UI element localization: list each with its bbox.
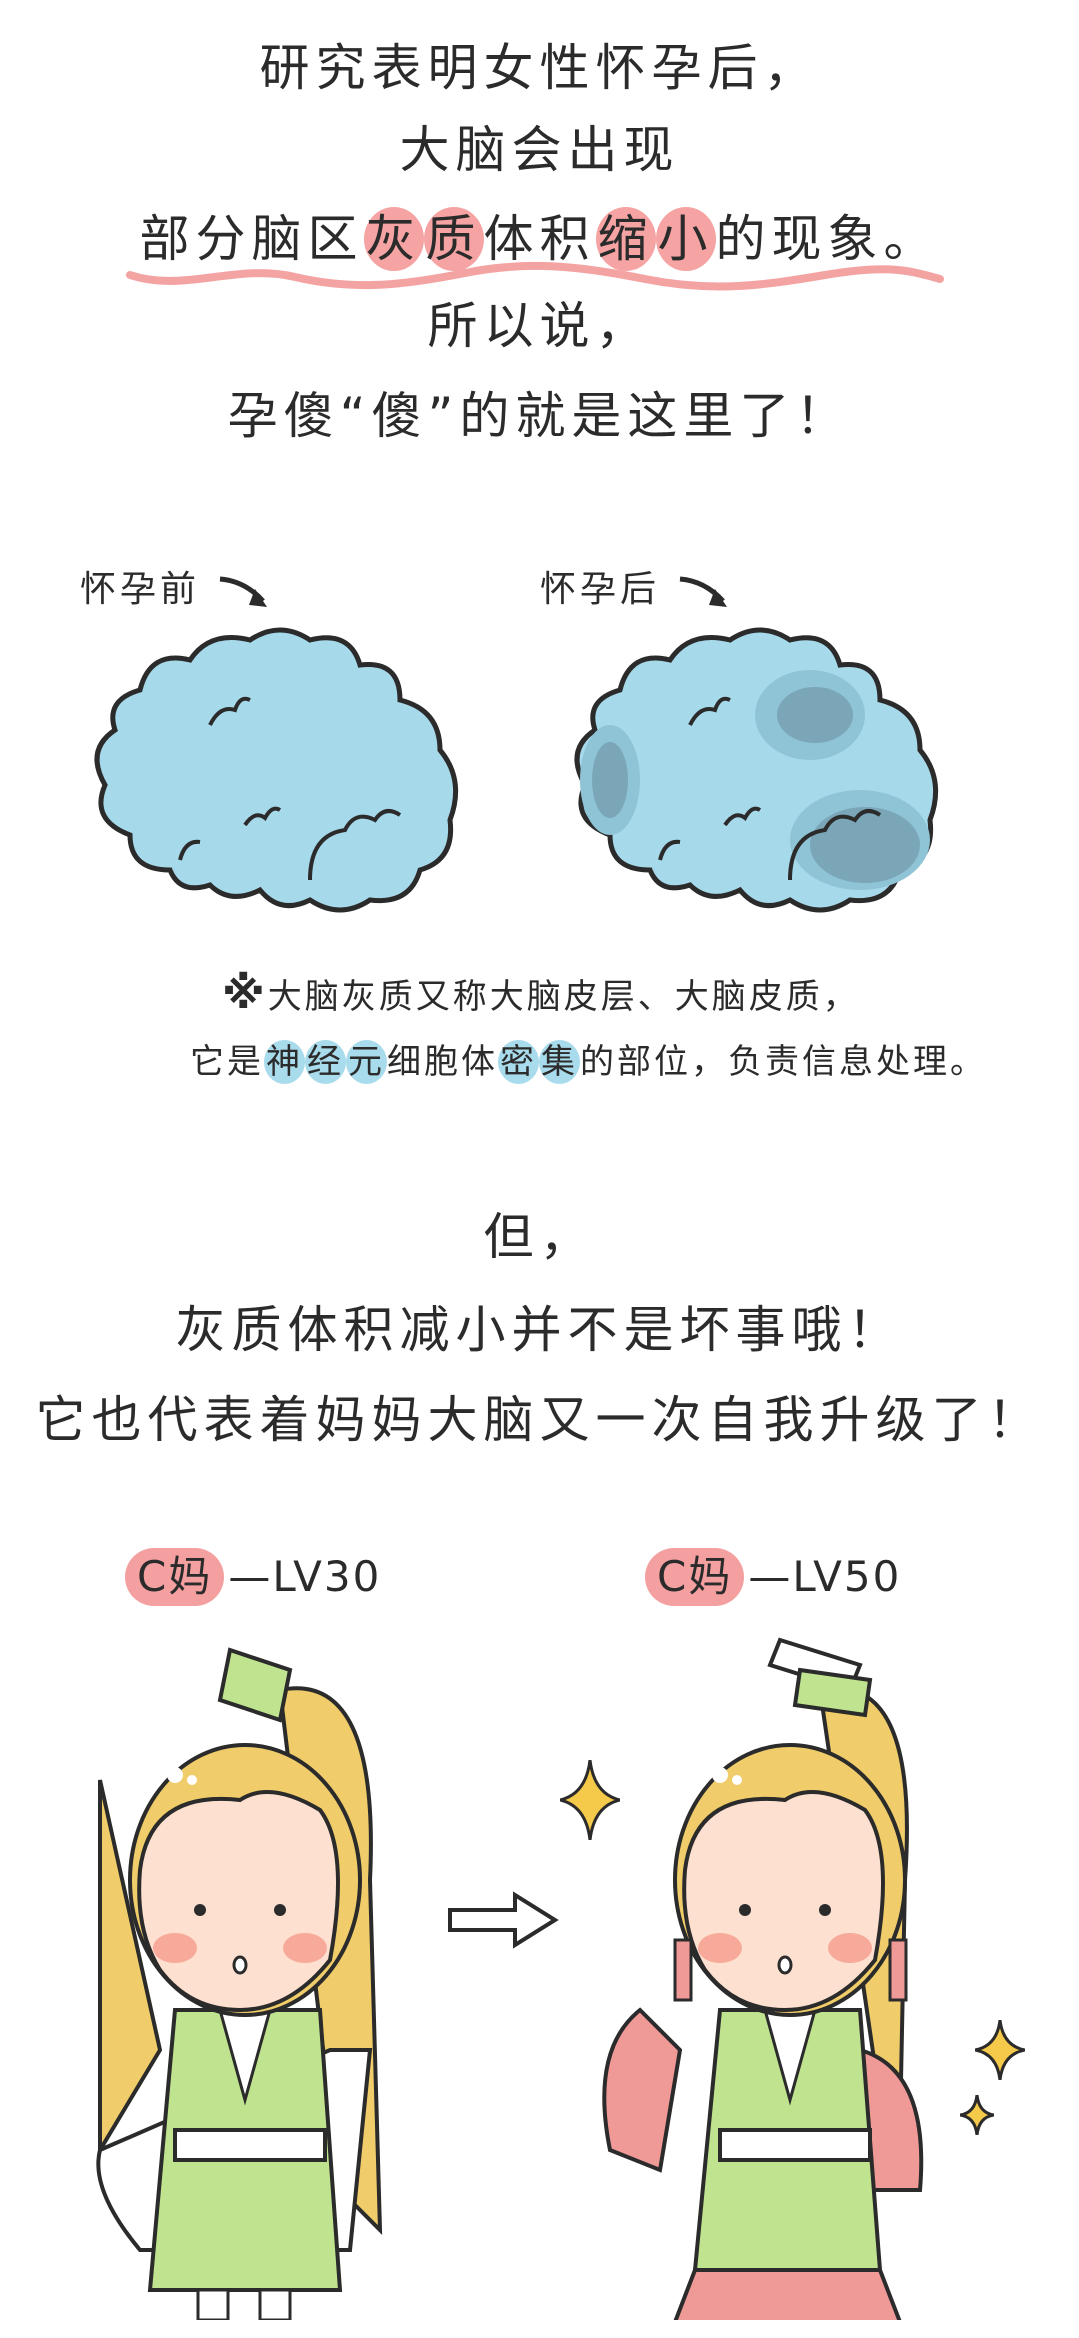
level-label-after: C妈—LV50 [645, 1548, 901, 1606]
text: 部分脑区 [139, 210, 364, 268]
brain-after-icon [574, 627, 939, 913]
note-text: 大脑灰质又称大脑皮层、大脑皮质， [267, 977, 860, 1017]
right-arrow-icon [448, 1891, 559, 1949]
highlight-blue: 神 [264, 1040, 305, 1084]
girl-lv30-illustration [96, 1647, 383, 2320]
highlight-blue: 集 [539, 1040, 580, 1084]
highlight-pink: 灰 [363, 207, 424, 271]
arrow-icon [220, 576, 268, 607]
highlight-blue: 密 [498, 1040, 539, 1084]
c-mom-badge: C妈 [645, 1548, 745, 1606]
highlight-blue: 经 [305, 1040, 346, 1084]
highlight-pink: 质 [423, 207, 484, 271]
intro-line-4: 所以说， [427, 297, 652, 355]
conclusion-line-3: 它也代表着妈妈大脑又一次自我升级了！ [35, 1391, 1044, 1449]
sparkle-icon [975, 2020, 1025, 2080]
c-mom-badge: C妈 [125, 1548, 225, 1606]
label-text: 怀孕前 [80, 569, 201, 610]
brain-before-icon [94, 627, 459, 913]
text: 体积 [483, 210, 596, 268]
conclusion-line-1: 但， [483, 1208, 596, 1266]
intro-line-1: 研究表明女性怀孕后， [259, 39, 820, 97]
intro-line-3: 部分脑区灰质体积缩小的现象。 [0, 207, 1079, 271]
pink-squiggle-underline [126, 261, 944, 291]
note-line-2: 它是神经元细胞体密集的部位，负责信息处理。 [190, 1040, 987, 1084]
label-after-pregnancy: 怀孕后 [540, 568, 735, 612]
level-label-before: C妈—LV30 [125, 1548, 381, 1606]
text: 的部位，负责信息处理。 [580, 1042, 987, 1082]
sparkle-icon [960, 2095, 994, 2135]
reference-mark-icon: ※ [222, 968, 268, 1019]
arrow-icon [680, 576, 728, 607]
intro-line-5: 孕傻“傻”的就是这里了！ [227, 387, 852, 445]
label-before-pregnancy: 怀孕前 [80, 568, 275, 612]
conclusion-line-2: 灰质体积减小并不是坏事哦！ [175, 1301, 904, 1359]
girl-lv50-illustration [602, 1637, 924, 2320]
label-text: 怀孕后 [540, 569, 661, 610]
intro-line-2: 大脑会出现 [399, 121, 680, 179]
note-line-1: ※大脑灰质又称大脑皮层、大脑皮质， [222, 972, 860, 1019]
highlight-blue: 元 [346, 1040, 387, 1084]
text: 细胞体 [387, 1042, 498, 1082]
text: 它是 [190, 1042, 264, 1082]
text: 的现象。 [715, 210, 940, 268]
highlight-pink: 缩 [595, 207, 656, 271]
level-text: —LV50 [748, 1552, 902, 1601]
sparkle-icon [560, 1760, 620, 1840]
level-text: —LV30 [228, 1552, 382, 1601]
highlight-pink: 小 [655, 207, 716, 271]
